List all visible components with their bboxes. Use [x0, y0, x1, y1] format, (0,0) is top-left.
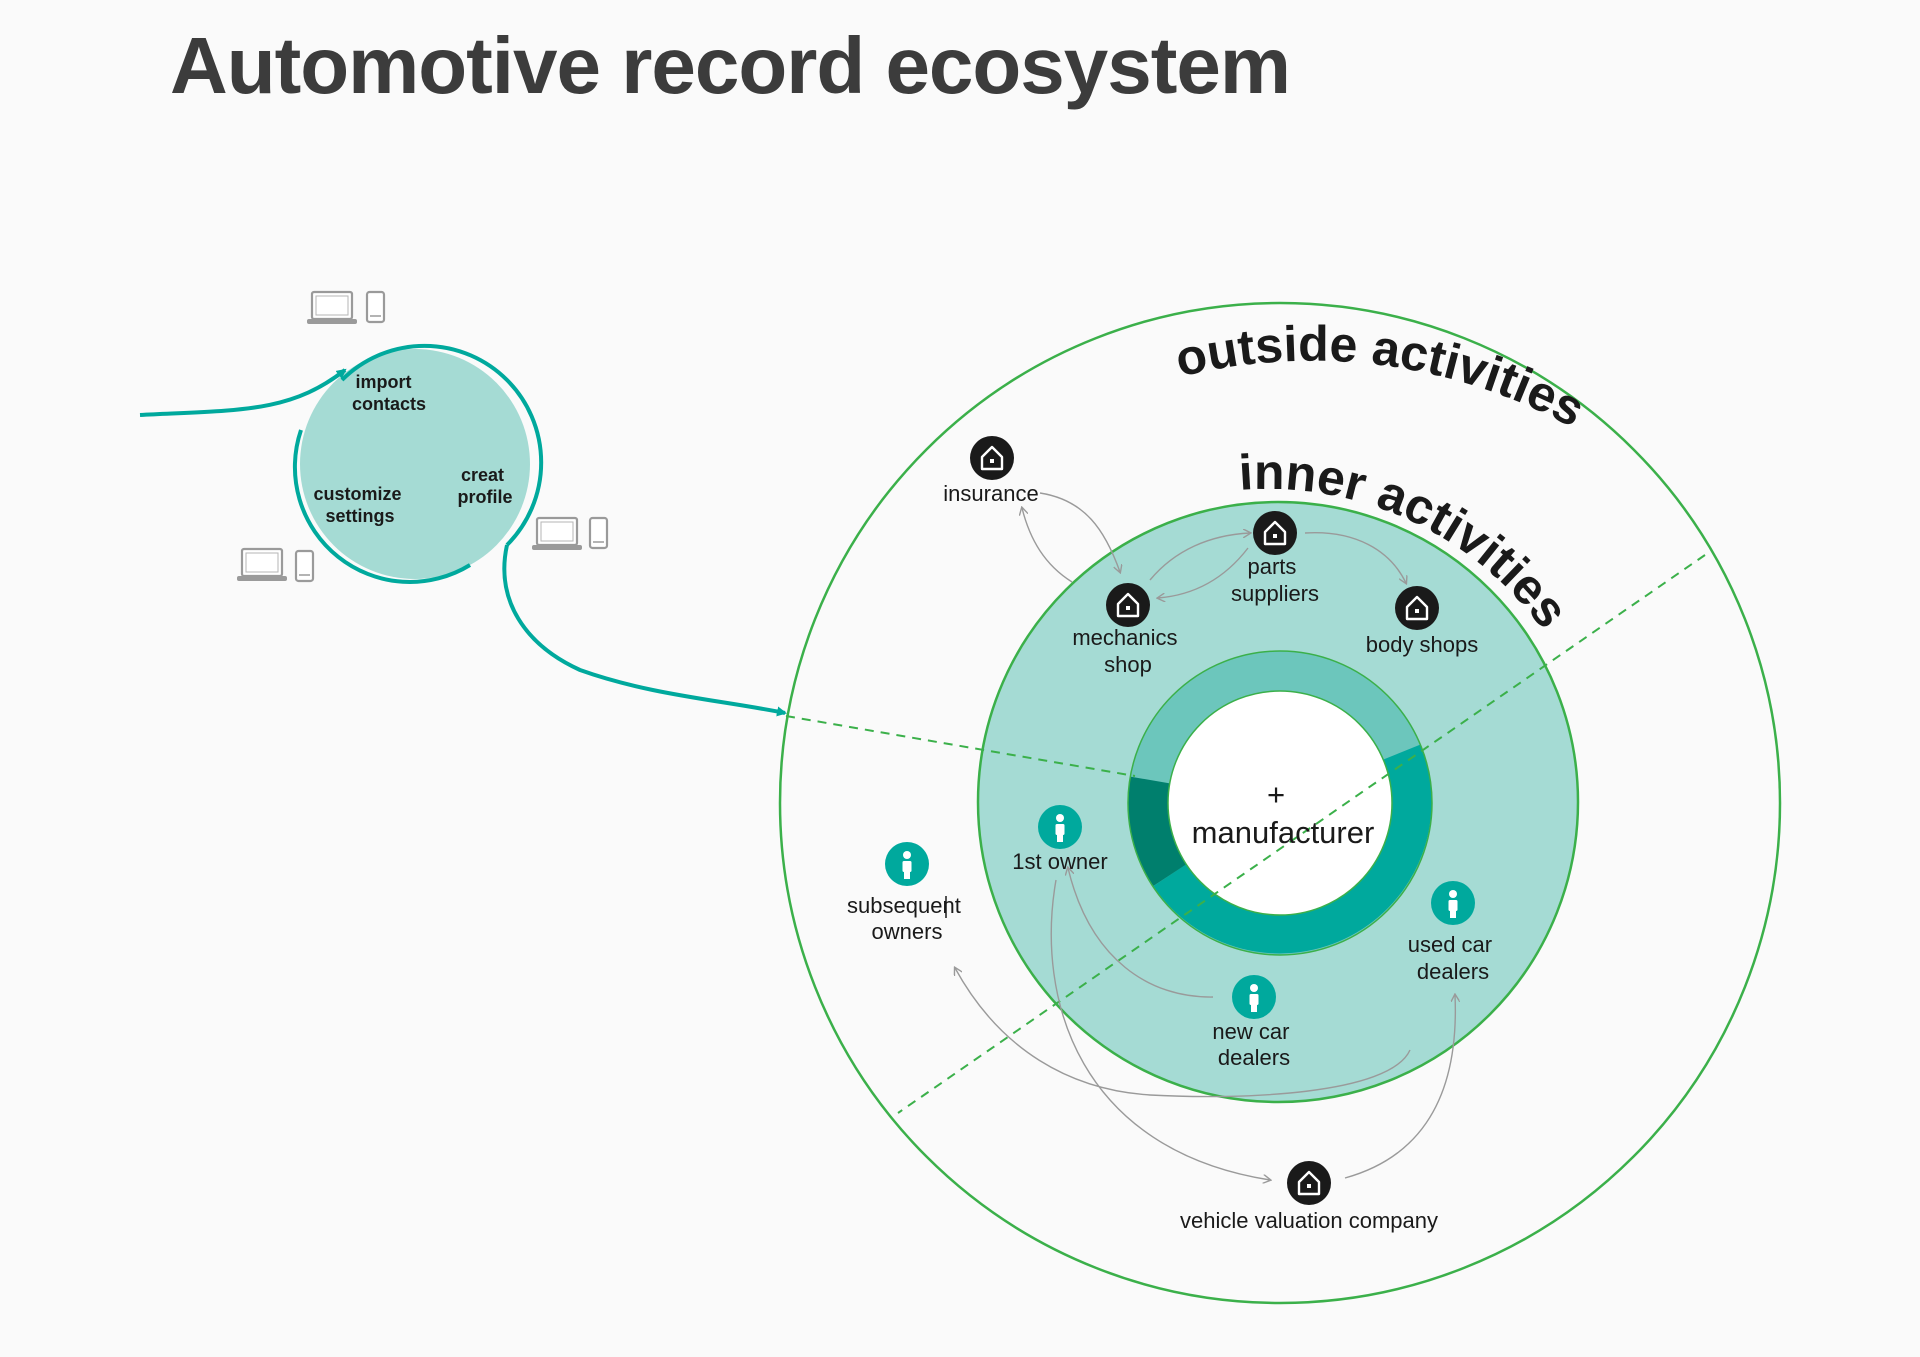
node-first-owner: 1st owner	[1012, 805, 1108, 874]
node-subsequent-owners: subsequent owners	[847, 842, 967, 944]
node-mechanics-shop: mechanics shop	[1072, 581, 1183, 677]
vehicle-valuation-label: vehicle valuation company	[1180, 1208, 1438, 1233]
node-body-shops: body shops	[1366, 584, 1479, 657]
insurance-label: insurance	[943, 481, 1038, 506]
manufacturer-donut	[1127, 650, 1433, 956]
journey-arrow	[502, 544, 787, 717]
outside-activities-label: outside activities	[1170, 316, 1594, 438]
center-plus: +	[1267, 777, 1285, 812]
phone-icon	[294, 549, 315, 583]
onboarding-circle	[300, 349, 530, 579]
mechanics-shop-label: mechanics shop	[1072, 625, 1183, 677]
used-car-dealers-label: used car dealers	[1408, 932, 1499, 984]
subsequent-owners-label: subsequent owners	[847, 893, 967, 944]
create-profile-label: creat profile	[457, 465, 512, 507]
outside-activities-ring	[778, 301, 1782, 1305]
new-car-dealers-label: new car dealers	[1212, 1019, 1295, 1070]
donut-segment-dark	[1128, 776, 1188, 887]
onboarding-outline-lower	[292, 429, 472, 584]
node-insurance: insurance	[943, 434, 1039, 506]
customize-settings-label: customize settings	[313, 484, 406, 526]
building-icon	[1251, 509, 1299, 557]
node-new-car-dealers: new car dealers	[1212, 975, 1295, 1070]
node-vehicle-valuation: vehicle valuation company	[1180, 1159, 1438, 1233]
import-contacts-label: import contacts	[352, 372, 426, 414]
person-icon	[1232, 975, 1276, 1019]
onboarding-outline	[340, 343, 544, 547]
node-used-car-dealers: used car dealers	[1408, 881, 1499, 984]
building-icon	[1285, 1159, 1333, 1207]
building-icon	[968, 434, 1016, 482]
first-owner-label: 1st owner	[1012, 849, 1107, 874]
manufacturer-label: manufacturer	[1192, 815, 1375, 850]
entry-arrow	[139, 368, 347, 417]
laptop-icon	[305, 290, 359, 326]
person-icon	[1038, 805, 1082, 849]
phone-icon	[365, 290, 386, 324]
person-icon	[1431, 881, 1475, 925]
parts-suppliers-label: parts suppliers	[1231, 554, 1319, 606]
node-parts-suppliers: parts suppliers	[1231, 509, 1319, 606]
page-title: Automotive record ecosystem	[170, 21, 1291, 110]
divider-line-upper	[785, 715, 1136, 777]
onboarding-group: import contacts creat profile customize …	[139, 290, 787, 717]
laptop-icon	[235, 547, 289, 583]
laptop-icon	[530, 516, 584, 552]
building-icon	[1393, 584, 1441, 632]
building-icon	[1104, 581, 1152, 629]
body-shops-label: body shops	[1366, 632, 1479, 657]
person-icon	[885, 842, 929, 886]
divider-line-diagonal	[897, 554, 1706, 1114]
flow-arrows	[955, 492, 1455, 1180]
phone-icon	[588, 516, 609, 550]
donut-segment-teal	[1153, 744, 1432, 954]
